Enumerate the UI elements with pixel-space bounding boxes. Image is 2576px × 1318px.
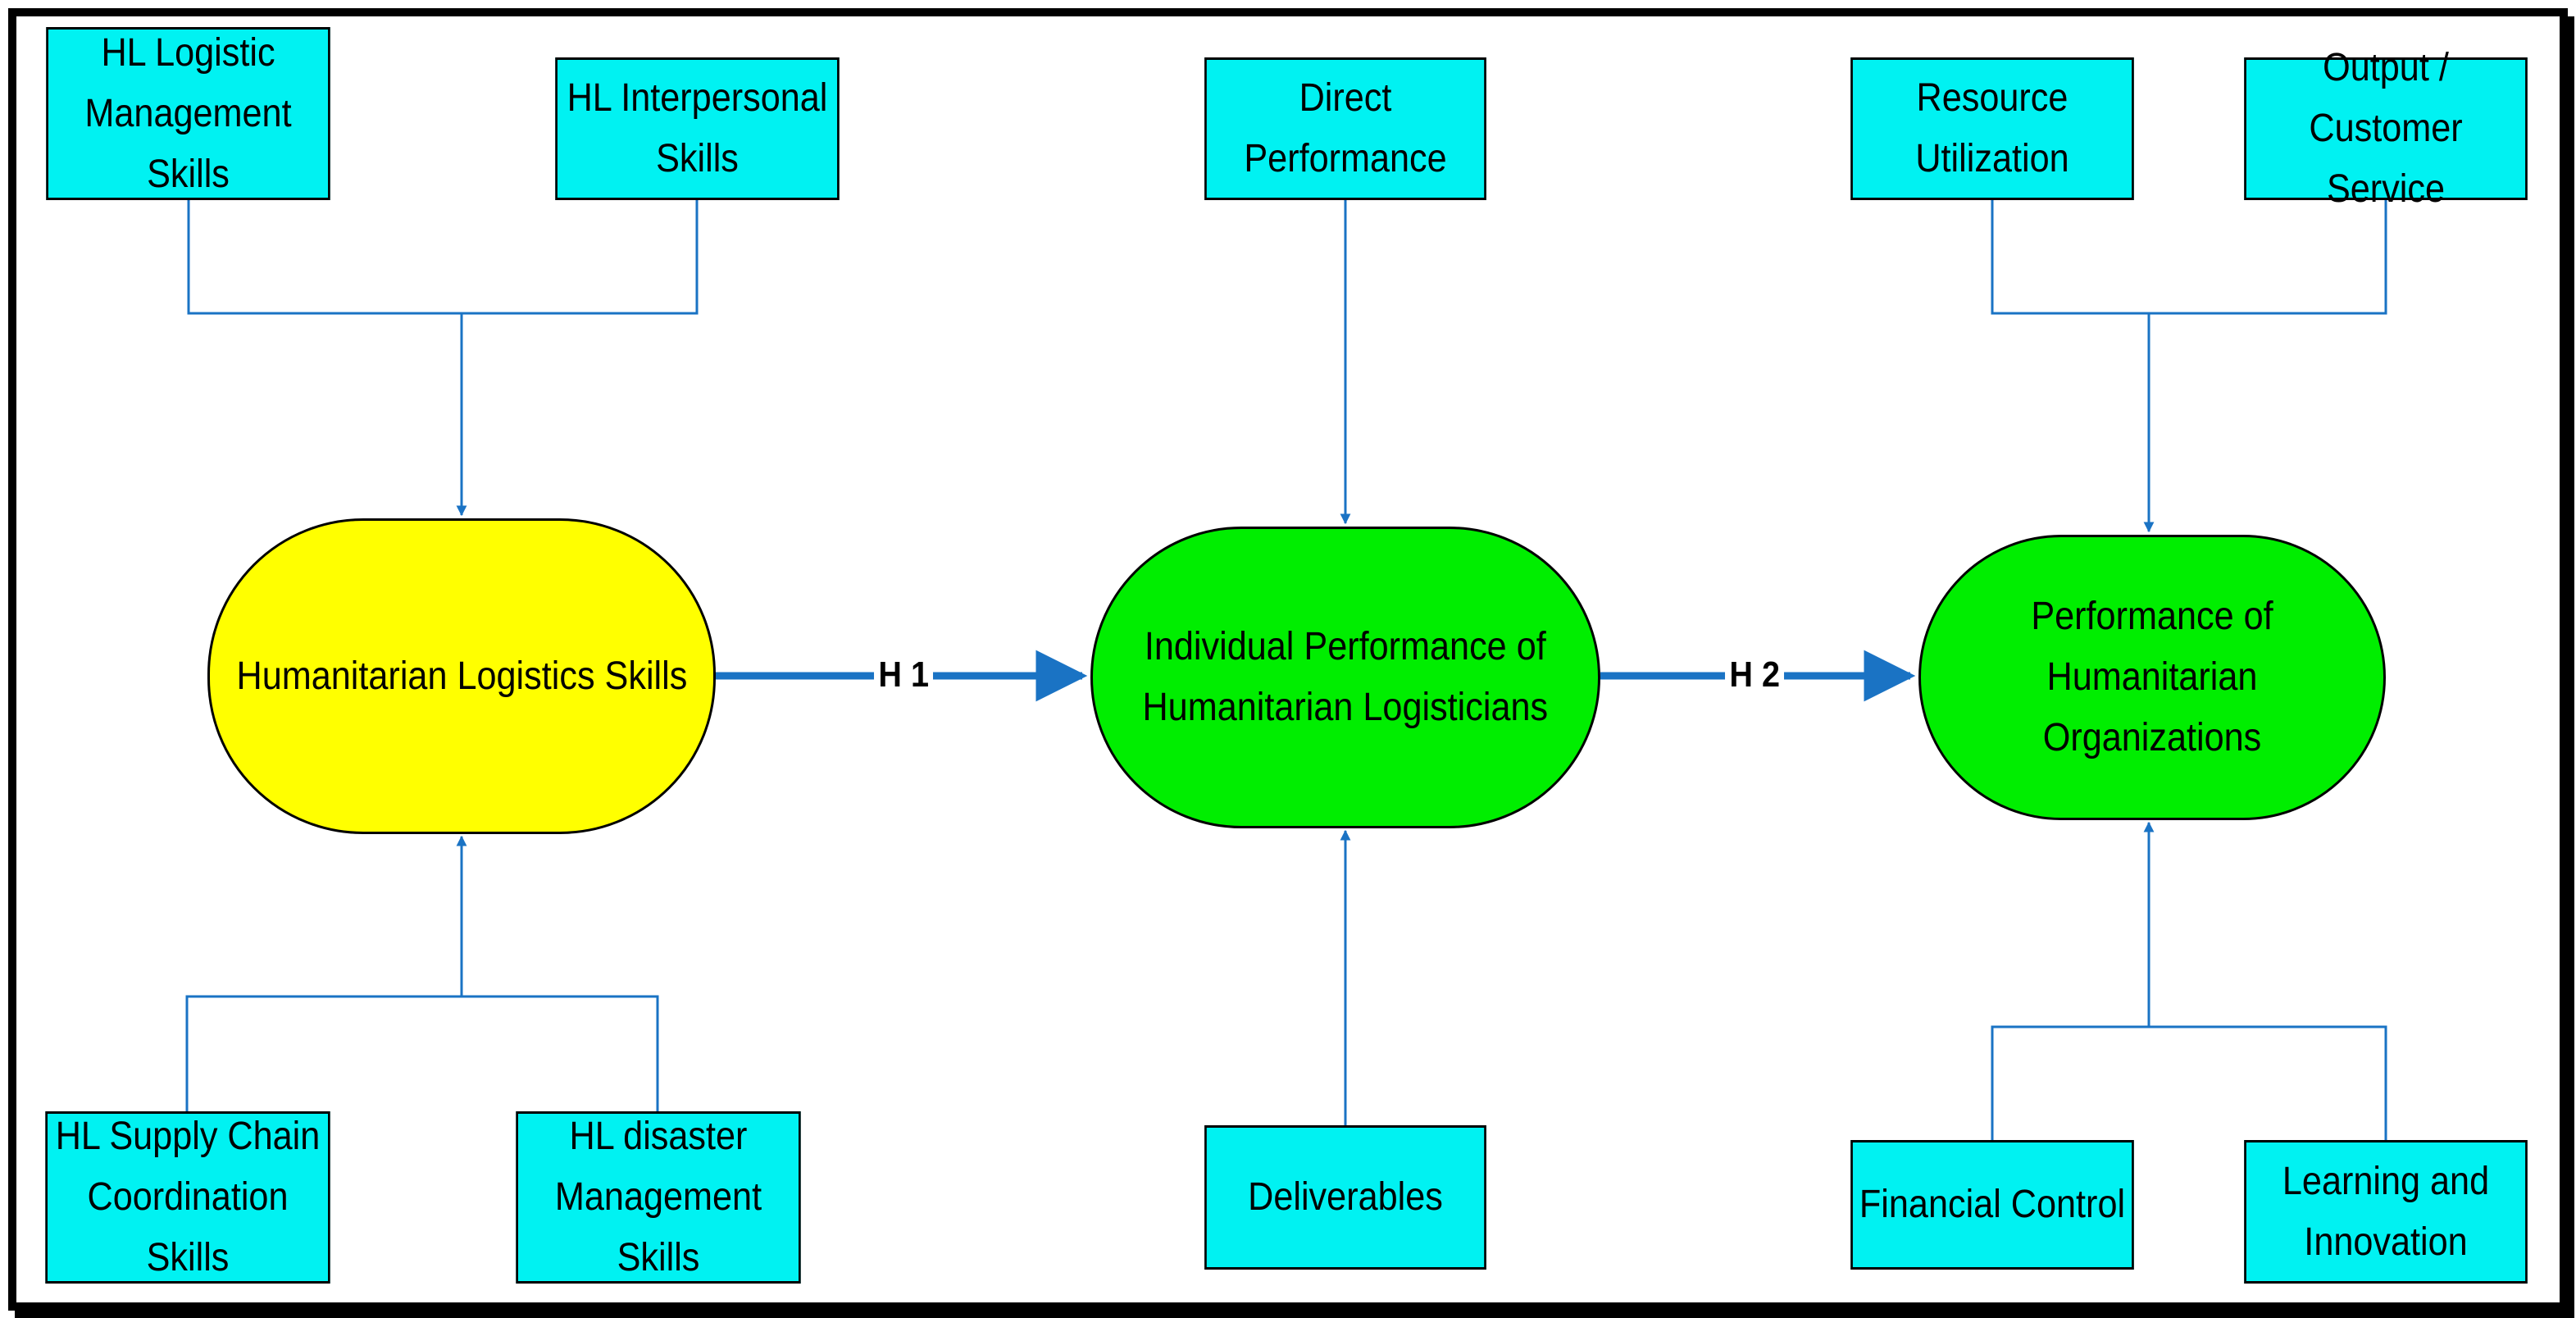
node-organization-label: Performance of Humanitarian Organization… bbox=[2031, 595, 2273, 759]
node-individual-performance: Individual Performance of Humanitarian L… bbox=[1090, 527, 1600, 828]
box-direct-performance: Direct Performance bbox=[1204, 57, 1486, 200]
box-supply-chain-coordination-skills: HL Supply Chain Coordination Skills bbox=[45, 1111, 330, 1284]
box-deliverables: Deliverables bbox=[1204, 1125, 1486, 1270]
connector-financial bbox=[1991, 1025, 2149, 1140]
connector-resource bbox=[1991, 198, 2149, 315]
box-learning-and-innovation: Learning and Innovation bbox=[2244, 1140, 2528, 1284]
box-resource-utilization: Resource Utilization bbox=[1850, 57, 2134, 200]
box-interpersonal-skills: HL Interpersonal Skills bbox=[555, 57, 840, 200]
connector-output bbox=[2149, 198, 2387, 315]
h1-label: H 1 bbox=[874, 654, 934, 695]
connector-learning bbox=[2149, 1025, 2387, 1140]
node-individual-label: Individual Performance of Humanitarian L… bbox=[1142, 625, 1549, 729]
box-output-customer-service: Output / Customer Service bbox=[2244, 46, 2528, 211]
connector-disaster-mgmt bbox=[462, 995, 659, 1111]
connector-logistic-mgmt bbox=[187, 198, 462, 315]
box-disaster-management-skills: HL disaster Management Skills bbox=[516, 1111, 801, 1284]
h2-label: H 2 bbox=[1725, 654, 1785, 695]
connector-supply-chain bbox=[185, 995, 462, 1111]
box-logistic-management-skills: HL Logistic Management Skills bbox=[46, 27, 330, 200]
box-financial-control: Financial Control bbox=[1850, 1140, 2134, 1270]
node-humanitarian-logistics-skills: Humanitarian Logistics Skills bbox=[207, 518, 716, 834]
node-skills-label: Humanitarian Logistics Skills bbox=[236, 654, 687, 698]
node-organization-performance: Performance of Humanitarian Organization… bbox=[1918, 535, 2386, 820]
connector-interpersonal bbox=[462, 198, 699, 315]
